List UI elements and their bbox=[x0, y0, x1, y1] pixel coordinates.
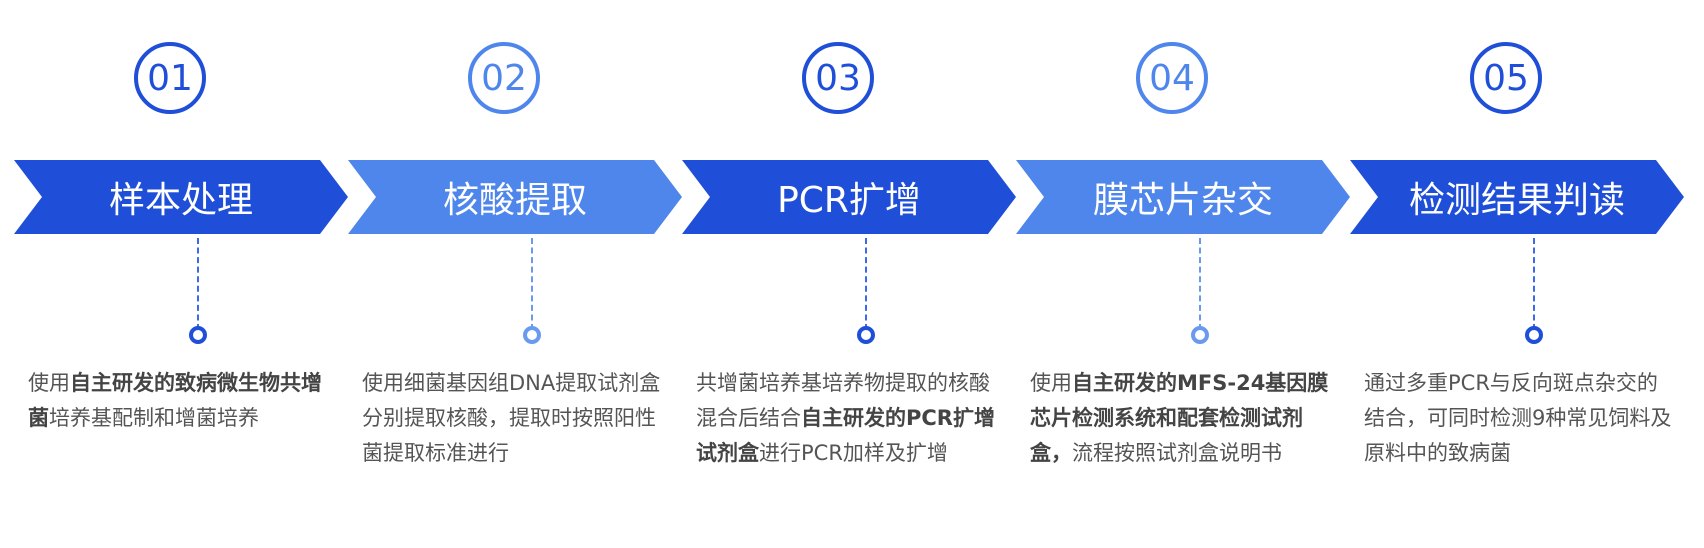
dashed-connector bbox=[531, 238, 533, 330]
step-number-circle: 03 bbox=[802, 42, 874, 114]
step-number: 03 bbox=[815, 57, 861, 99]
step-arrow-banner: 膜芯片杂交 bbox=[1016, 160, 1350, 234]
arrow-shape bbox=[1016, 160, 1350, 234]
step-title: PCR扩增 bbox=[777, 180, 921, 221]
step-description: 使用自主研发的致病微生物共增菌培养基配制和增菌培养 bbox=[28, 371, 322, 430]
step-number: 04 bbox=[1149, 57, 1195, 99]
dashed-connector bbox=[197, 238, 199, 330]
step-arrow-banner: 样本处理 bbox=[14, 160, 348, 234]
step-5: 05 检测结果判读 通过多重PCR与反向斑点杂交的结合，可同时检测9种常见饲料及… bbox=[1350, 0, 1684, 548]
step-title: 膜芯片杂交 bbox=[1092, 180, 1273, 221]
step-number-circle: 05 bbox=[1470, 42, 1542, 114]
step-number: 01 bbox=[147, 57, 193, 99]
step-arrow-banner: PCR扩增 bbox=[682, 160, 1016, 234]
dashed-connector bbox=[1533, 238, 1535, 330]
connector-dot bbox=[189, 326, 207, 344]
step-3: 03 PCR扩增 共增菌培养基培养物提取的核酸混合后结合自主研发的PCR扩增试剂… bbox=[682, 0, 1016, 548]
dashed-connector bbox=[1199, 238, 1201, 330]
step-number-circle: 01 bbox=[134, 42, 206, 114]
step-description: 共增菌培养基培养物提取的核酸混合后结合自主研发的PCR扩增试剂盒进行PCR加样及… bbox=[696, 371, 995, 465]
arrow-shape bbox=[1350, 160, 1684, 234]
arrow-shape bbox=[14, 160, 348, 234]
connector-dot bbox=[1191, 326, 1209, 344]
arrow-shape bbox=[682, 160, 1016, 234]
step-arrow-banner: 检测结果判读 bbox=[1350, 160, 1684, 234]
step-description: 使用细菌基因组DNA提取试剂盒分别提取核酸，提取时按照阳性菌提取标准进行 bbox=[362, 371, 661, 465]
step-description: 使用自主研发的MFS-24基因膜芯片检测系统和配套检测试剂盒，流程按照试剂盒说明… bbox=[1030, 371, 1329, 465]
step-description: 通过多重PCR与反向斑点杂交的结合，可同时检测9种常见饲料及原料中的致病菌 bbox=[1364, 371, 1672, 465]
step-arrow-banner: 核酸提取 bbox=[348, 160, 682, 234]
connector-dot bbox=[523, 326, 541, 344]
step-number: 02 bbox=[481, 57, 527, 99]
step-number: 05 bbox=[1483, 57, 1529, 99]
step-number-circle: 02 bbox=[468, 42, 540, 114]
step-number-circle: 04 bbox=[1136, 42, 1208, 114]
step-title: 样本处理 bbox=[108, 180, 253, 221]
connector-dot bbox=[1525, 326, 1543, 344]
arrow-shape bbox=[348, 160, 682, 234]
step-title: 核酸提取 bbox=[442, 180, 587, 221]
step-4: 04 膜芯片杂交 使用自主研发的MFS-24基因膜芯片检测系统和配套检测试剂盒，… bbox=[1016, 0, 1350, 548]
dashed-connector bbox=[865, 238, 867, 330]
step-title: 检测结果判读 bbox=[1408, 180, 1625, 221]
step-1: 01 样本处理 使用自主研发的致病微生物共增菌培养基配制和增菌培养 bbox=[14, 0, 348, 548]
connector-dot bbox=[857, 326, 875, 344]
step-2: 02 核酸提取 使用细菌基因组DNA提取试剂盒分别提取核酸，提取时按照阳性菌提取… bbox=[348, 0, 682, 548]
